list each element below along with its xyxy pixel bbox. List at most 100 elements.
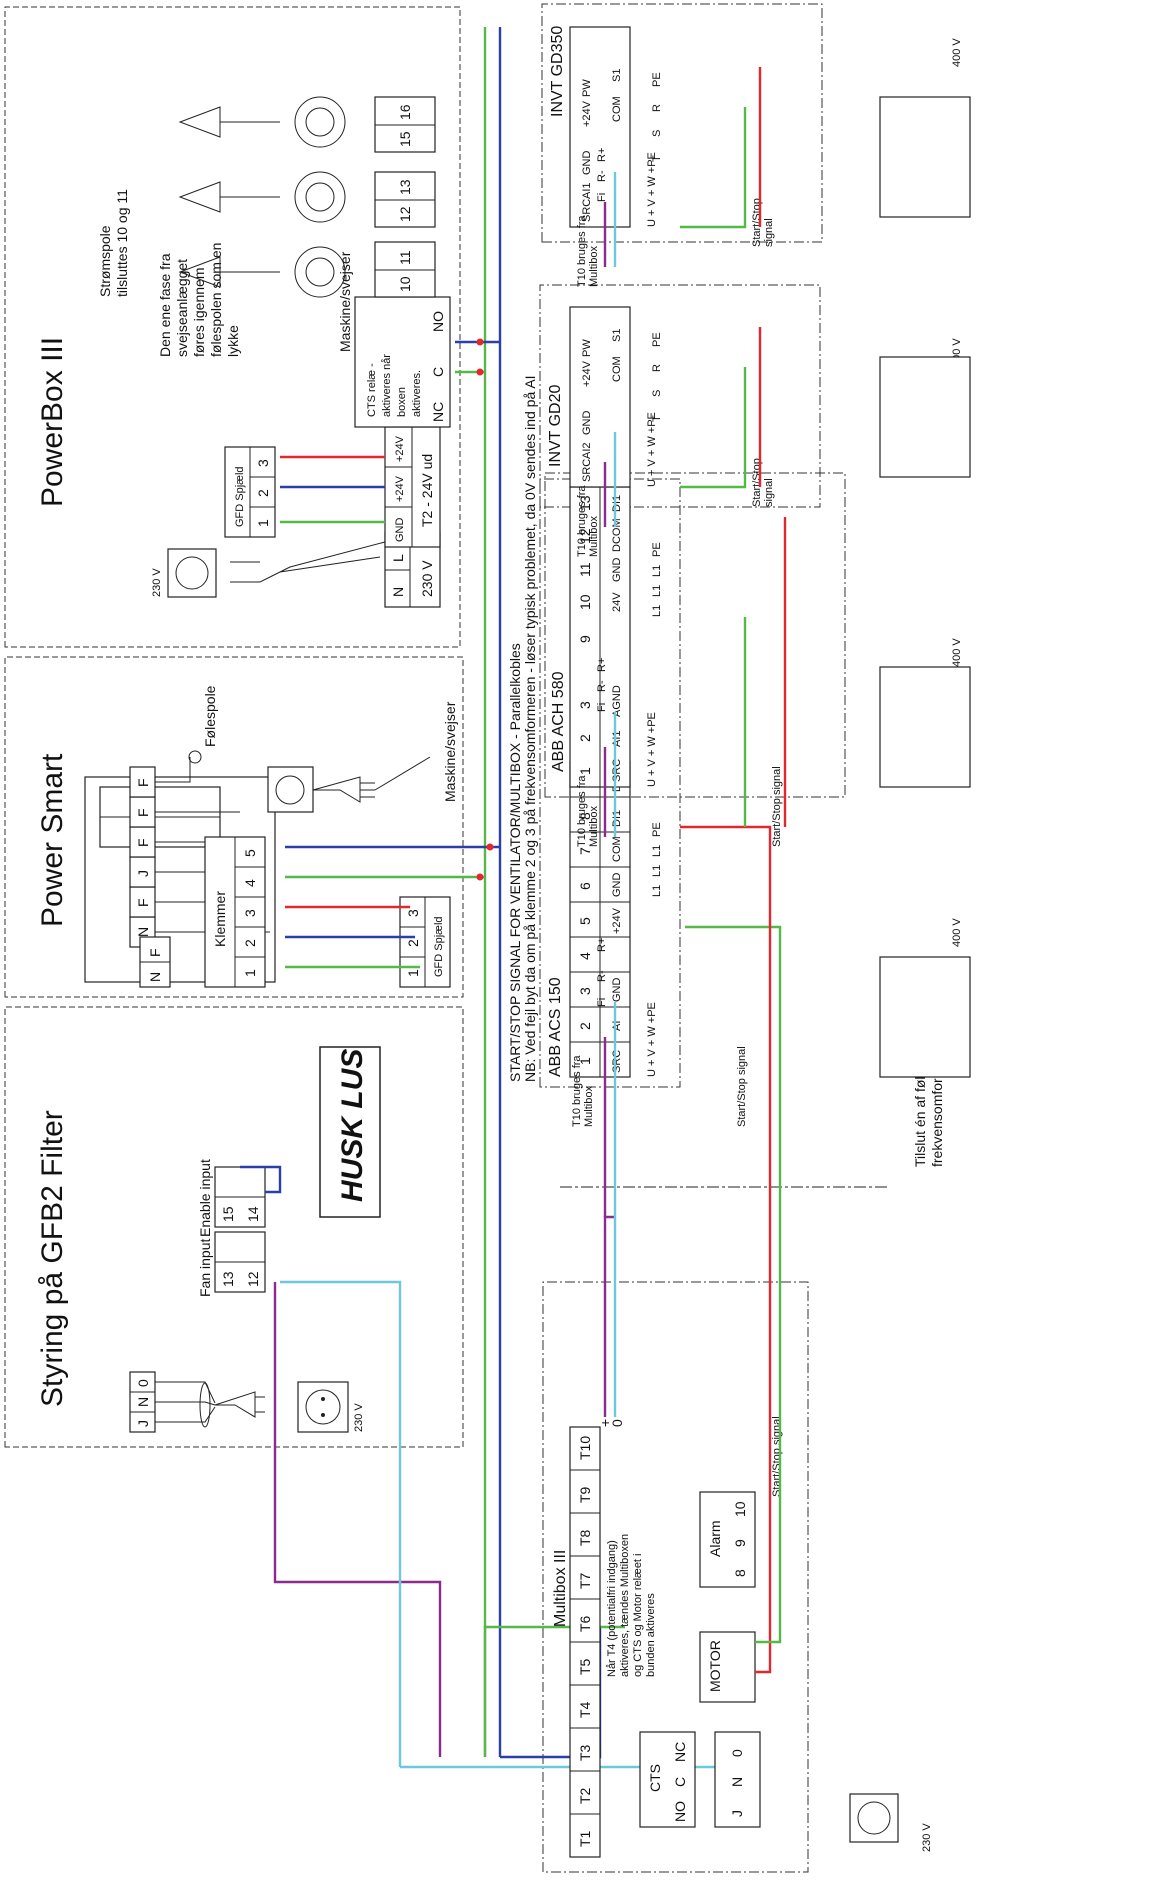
acs-t10-1: T10 bruges fra: [571, 1055, 583, 1127]
pb-psu: GND +24V +24V T2 - 24V ud: [384, 426, 441, 548]
acs-fi: Fi: [596, 998, 608, 1007]
ps-gfd-1: 1: [405, 969, 421, 977]
ach-num-12: 12: [577, 528, 593, 544]
acs150-block: ABB ACS 150 1 2 3 4 5 6 7 8 9 SRC AI GND…: [547, 761, 971, 1127]
ach-num-3: 3: [577, 701, 593, 709]
acs-num-7: 7: [577, 847, 593, 855]
mb-zero: 0: [609, 1419, 625, 1427]
ach-num-1: 1: [577, 767, 593, 775]
gfb2-term-0: 0: [135, 1379, 151, 1387]
ps-gfd-block: 1 2 3 GFD Spjæld: [399, 896, 451, 988]
klemmer-label: Klemmer: [212, 891, 228, 947]
multibox: Multibox III T1 T2 T3 T4 T5 T6 T7 T8 T9 …: [552, 1416, 933, 1858]
power-smart-frame: [4, 656, 464, 998]
husk-lus-label: HUSK LUS: [336, 1049, 369, 1202]
klemme-5: 5: [242, 849, 258, 857]
klemme-4: 4: [242, 879, 258, 887]
wire-cyan-fan: [280, 1280, 715, 1769]
gd350-uvw: U + V + W +PE: [646, 152, 658, 227]
pb-cts-nc: NC: [430, 402, 446, 422]
ps-maskine-label: Maskine/svejser: [442, 701, 458, 802]
gd20-title: INVT GD20: [547, 385, 564, 468]
pb-power: N L 230 V 230 V: [151, 531, 441, 608]
mb-socket-icon: [849, 1793, 899, 1843]
gd350-ss-2: signal: [763, 218, 775, 247]
fan-term-12: 12: [245, 1271, 261, 1287]
gfb2-fan-input: 13 12 Fan input: [197, 1231, 266, 1297]
ach-dcom: DCOM: [611, 518, 623, 552]
mb-power: [714, 1731, 761, 1828]
strom-note-1: Strømspole: [97, 225, 113, 297]
ps380-f3: F: [135, 808, 151, 817]
acs-num-5: 5: [577, 917, 593, 925]
multibox-frame: [542, 1281, 809, 1873]
ps-380-terms: N F J F F F: [129, 766, 156, 948]
ach-di1: DI1: [611, 495, 623, 512]
ach580-frame: [544, 472, 846, 798]
ps380-f4: F: [135, 778, 151, 787]
ach580-title: ABB ACH 580: [550, 671, 567, 772]
acs-src: SRC: [611, 1050, 623, 1073]
wire-green-motor: [755, 1167, 782, 1644]
mb-alarm-10: 10: [732, 1501, 748, 1517]
gd350-pw: PW: [581, 79, 593, 97]
gd20-frame: [539, 284, 821, 508]
mb-t7: T7: [577, 1572, 593, 1589]
gd350-src: SRC: [581, 199, 593, 222]
mb-t10: T10: [577, 1436, 593, 1460]
gd350-400v: 400 V: [951, 38, 963, 67]
coil-1-icon: [294, 246, 346, 298]
ach-400v: 400 V: [951, 638, 963, 667]
gd350-gnd: GND: [581, 151, 593, 176]
gd20-gnd: GND: [581, 411, 593, 436]
coil-note-2: svejseanlægget: [174, 259, 190, 357]
ach-rplus: R+: [596, 658, 608, 672]
acs-l1c: L1: [651, 885, 663, 897]
acs-gnd: GND: [611, 978, 623, 1003]
acs-ai: AI: [611, 1021, 623, 1031]
gd20-src: SRC: [581, 459, 593, 482]
ach-fi: Fi: [596, 703, 608, 712]
acs-com: COM: [611, 836, 623, 862]
pb-gnd: GND: [394, 518, 406, 543]
pb-current-coils: 10 11 12 13 15 16: [178, 96, 436, 298]
folespole-label: Følespole: [202, 685, 218, 747]
junction-dot: [486, 843, 494, 851]
pb-maskine-label: Maskine/svejser: [337, 251, 353, 352]
pb-term-13: 13: [397, 179, 413, 195]
acs-num-4: 4: [577, 952, 593, 960]
ach-src: SRC: [611, 759, 623, 782]
gd350-frame: [541, 3, 823, 243]
gfb2-term-j: J: [135, 1420, 151, 1427]
pb-gfd-2: 2: [255, 489, 271, 497]
acs-gnd2: GND: [611, 873, 623, 898]
pb-socket-voltage: 230 V: [151, 568, 163, 597]
ach-t10-2: Multibox: [588, 806, 600, 847]
acs-24v: +24V: [611, 907, 623, 934]
gd350-t: T: [651, 155, 663, 162]
ach-l1b: L1: [651, 585, 663, 597]
pb-cts-line3: boxen: [396, 387, 408, 417]
gd350-fi: Fi: [596, 193, 608, 202]
mb-plus: +: [597, 1419, 613, 1427]
gfb2-enable-input: 15 14 Enable input: [197, 1159, 282, 1237]
acs-l1b: L1: [651, 865, 663, 877]
gd350-r: R: [651, 104, 663, 112]
ach-uvw: U + V + W +PE: [646, 712, 658, 787]
ach-l1c: L1: [651, 605, 663, 617]
ps-motor-socket-icon: [267, 766, 314, 813]
mb-voltage: 230 V: [921, 1823, 933, 1852]
nb-note: NB: Ved fejl byt da om på klemme 2 og 3 …: [522, 375, 538, 1082]
junction-dot: [476, 368, 484, 376]
mb-alarm-9: 9: [732, 1539, 748, 1547]
gd350-t10-2: Multibox: [588, 246, 600, 287]
mb-t8: T8: [577, 1529, 593, 1546]
gd350-green: [680, 107, 747, 229]
enable-input-label: Enable input: [197, 1159, 213, 1237]
pb-cts-line1: CTS relæ -: [366, 363, 378, 417]
gfb2-voltage: 230 V: [353, 1403, 365, 1432]
ach-agnd: AGND: [611, 685, 623, 717]
enable-term-15: 15: [220, 1206, 236, 1222]
